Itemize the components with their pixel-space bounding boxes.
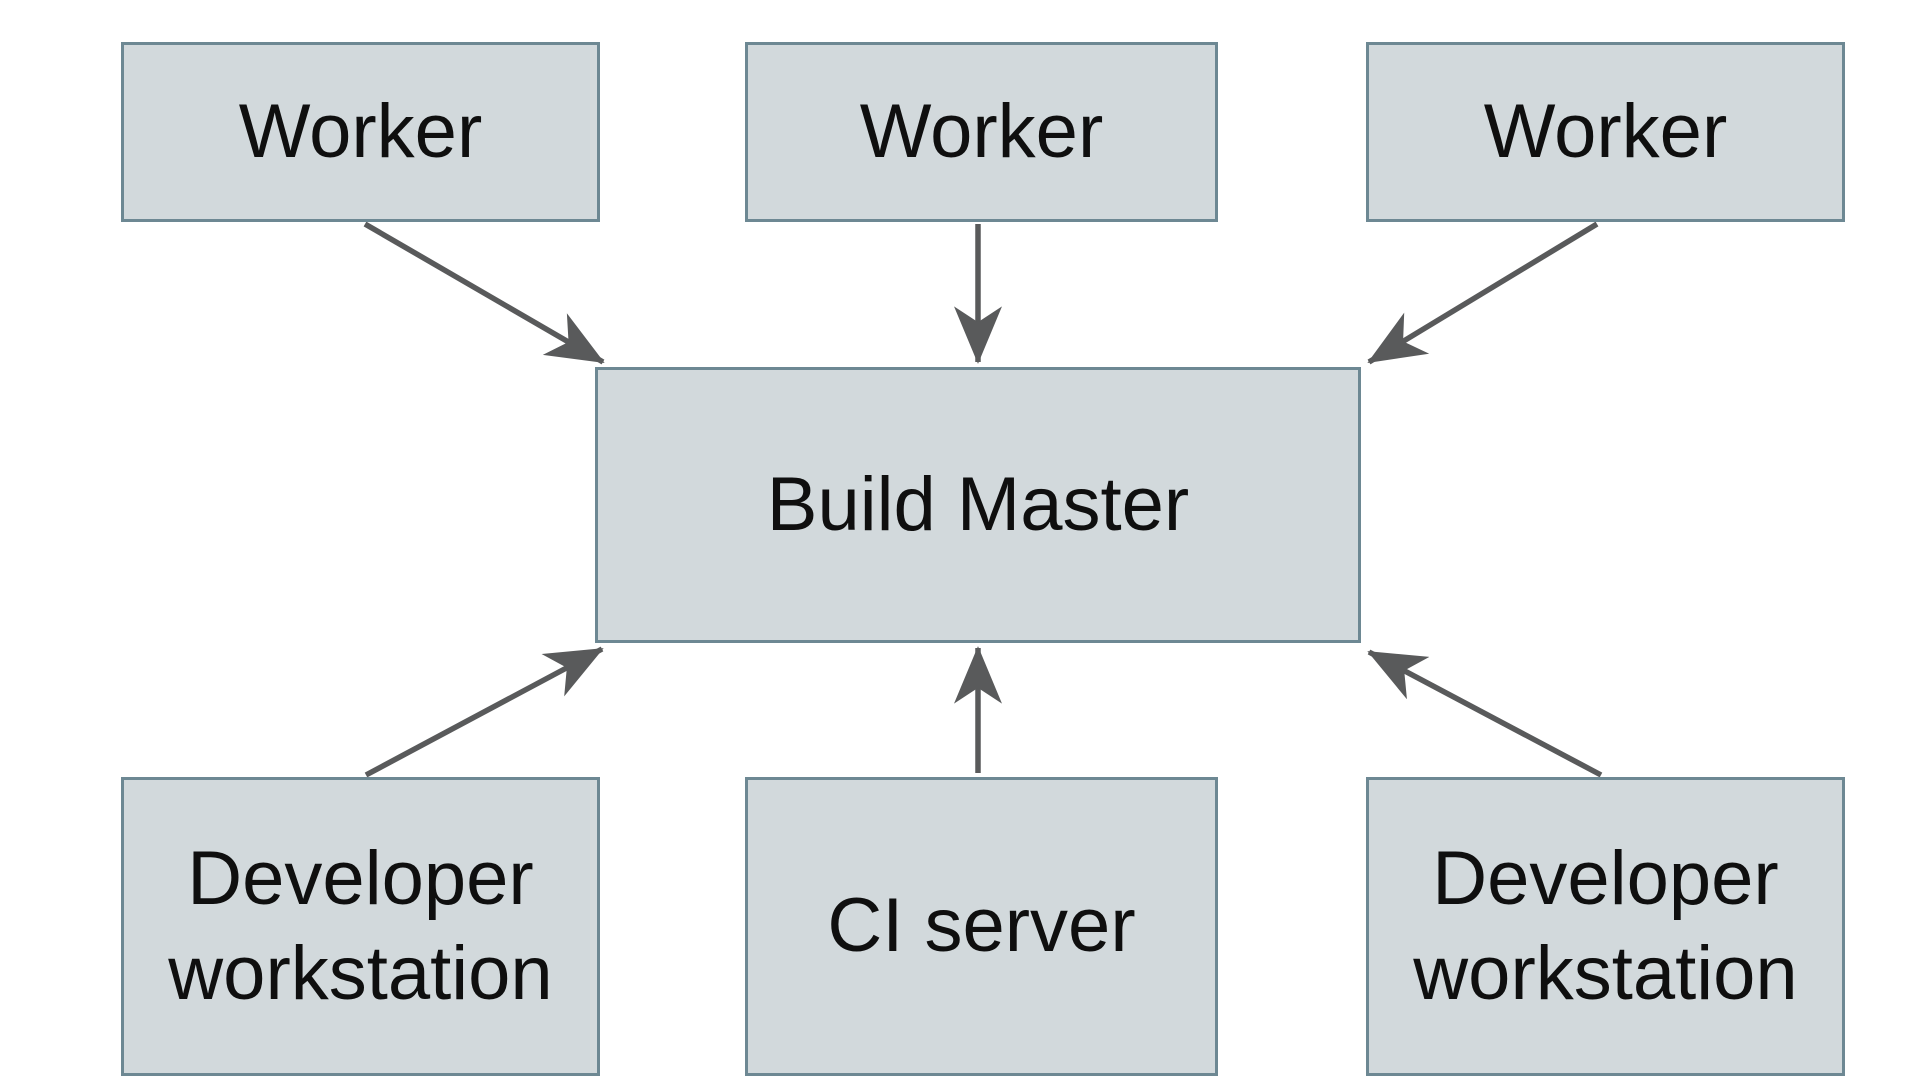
- node-developer-workstation-1-label: Developer workstation: [168, 836, 553, 1016]
- node-worker-1-label: Worker: [238, 88, 483, 174]
- node-worker-3: Worker: [1366, 42, 1845, 222]
- node-ci-server: CI server: [745, 777, 1218, 1076]
- node-worker-2-label: Worker: [859, 88, 1104, 174]
- node-worker-3-label: Worker: [1483, 88, 1728, 174]
- node-build-master: Build Master: [595, 367, 1361, 643]
- arrow-dev_ws_2-to-build_master: [1367, 649, 1603, 778]
- arrow-dev_ws_1-to-build_master: [364, 646, 604, 778]
- node-ci-server-label: CI server: [827, 883, 1136, 969]
- node-build-master-label: Build Master: [766, 461, 1190, 547]
- arrow-worker_3-to-build_master: [1367, 221, 1599, 365]
- node-worker-1: Worker: [121, 42, 600, 222]
- node-developer-workstation-1: Developer workstation: [121, 777, 600, 1076]
- node-worker-2: Worker: [745, 42, 1218, 222]
- node-developer-workstation-2-label: Developer workstation: [1413, 836, 1798, 1016]
- arrow-worker_1-to-build_master: [363, 221, 605, 365]
- node-developer-workstation-2: Developer workstation: [1366, 777, 1845, 1076]
